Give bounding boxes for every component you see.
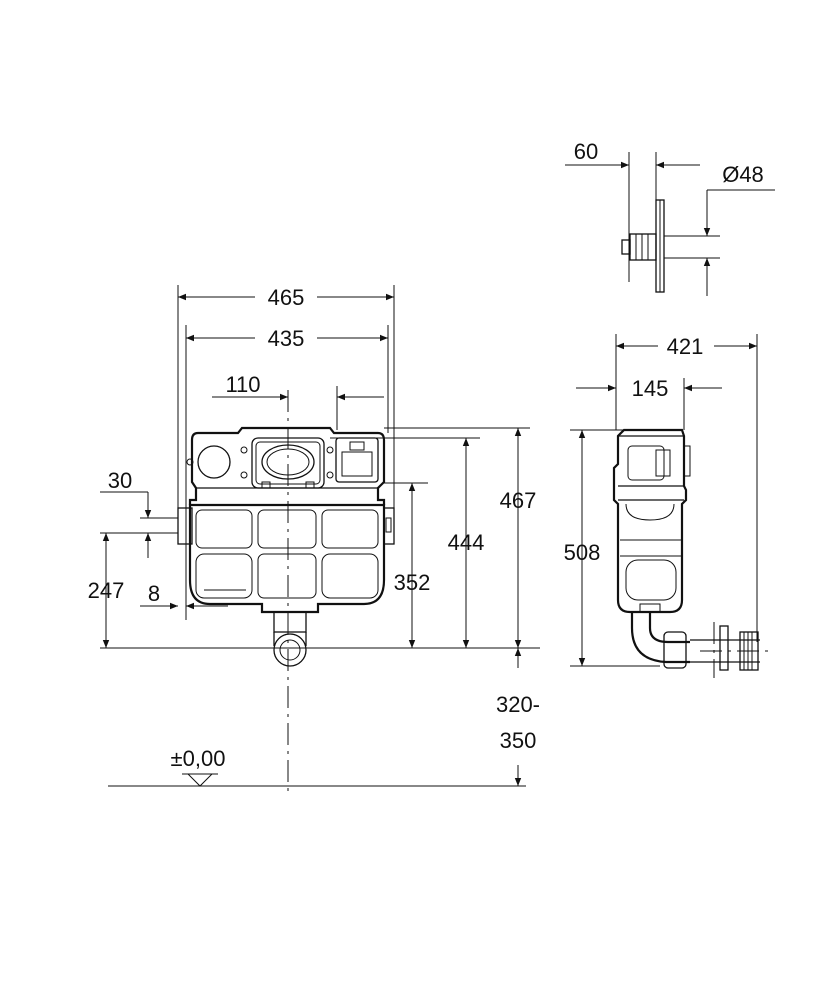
- dim-467: 467: [500, 488, 537, 513]
- flush-plate-detail: 60 Ø48: [565, 139, 775, 296]
- outlet-pipe: [273, 633, 307, 667]
- actuator-body: [629, 233, 657, 261]
- dim-d48: Ø48: [722, 162, 764, 187]
- dim-508: 508: [564, 540, 601, 565]
- side-outlet-elbow: [630, 612, 690, 664]
- cistern-upper-body-left: [188, 431, 199, 505]
- dim-320: 320-: [496, 692, 540, 717]
- right-bracket: [383, 507, 395, 545]
- front-dimensions: 465 435 110 30 247 8 352 444: [88, 285, 540, 787]
- dim-444: 444: [448, 530, 485, 555]
- dim-350: 350: [500, 728, 537, 753]
- dim-145: 145: [632, 376, 669, 401]
- dim-247: 247: [88, 578, 125, 603]
- dim-60: 60: [574, 139, 598, 164]
- dim-435: 435: [268, 326, 305, 351]
- cistern-tank: [188, 503, 386, 614]
- left-bracket: [177, 507, 193, 545]
- side-dimensions: 421 145 508: [564, 334, 758, 667]
- dim-352: 352: [394, 570, 431, 595]
- side-view: [612, 428, 768, 678]
- level-triangle-icon: [186, 773, 214, 787]
- tank-ribs: [195, 509, 379, 599]
- dim-465: 465: [268, 285, 305, 310]
- dim-110: 110: [225, 372, 260, 397]
- level-label: ±0,00: [171, 746, 226, 771]
- dim-30: 30: [108, 468, 132, 493]
- outlet-neck: [273, 611, 307, 633]
- side-cistern-body: [612, 428, 688, 614]
- cistern-upper-body: [198, 426, 386, 505]
- left-valve: [197, 445, 231, 479]
- front-view: [177, 390, 395, 795]
- dim-8: 8: [148, 581, 160, 606]
- dim-421: 421: [667, 334, 704, 359]
